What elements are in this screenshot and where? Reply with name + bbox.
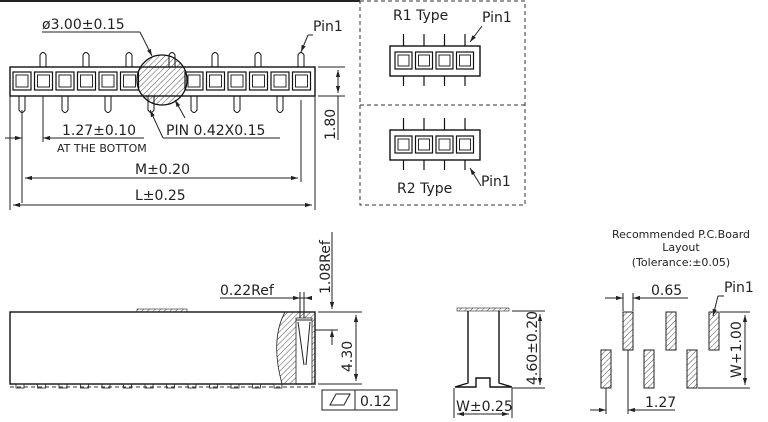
flatness-value: 0.12 [360, 394, 391, 410]
lead [230, 383, 240, 389]
lead [15, 383, 25, 389]
side-view [9, 308, 316, 389]
pickup-cap-circle [136, 54, 188, 106]
pin [125, 52, 133, 67]
r2-connector [389, 118, 481, 170]
lead [252, 383, 261, 389]
l-dimension-label: L±0.25 [135, 188, 186, 204]
side-height-label: 4.30 [340, 341, 356, 372]
pin [233, 96, 241, 113]
end-view [454, 307, 513, 388]
contact-square [455, 135, 475, 154]
ref-height-label: 1.08Ref [318, 239, 334, 294]
pin [211, 52, 219, 67]
end-width-label: W±0.25 [456, 399, 513, 415]
pitch-note: AT THE BOTTOM [57, 142, 147, 155]
contact-square [394, 51, 413, 70]
pin [82, 52, 90, 67]
lead [166, 383, 175, 389]
pad-width-label: 0.65 [651, 283, 682, 299]
lead [101, 383, 111, 389]
pin [276, 96, 284, 113]
flatness-callout: 0.12 [321, 389, 398, 411]
contact-square [33, 71, 54, 91]
pin [104, 96, 112, 113]
pin-size-label: PIN 0.42X0.15 [166, 123, 265, 139]
contact-square [435, 135, 454, 154]
pin [61, 96, 69, 113]
lead [144, 383, 154, 389]
r2-type-label: R2 Type [397, 181, 452, 197]
r1-connector [389, 34, 481, 86]
r1-type-label: R1 Type [393, 8, 448, 24]
pcb-title-line2: Layout [662, 241, 700, 254]
pcb-title-line1: Recommended P.C.Board [612, 228, 750, 241]
contact-square [248, 71, 269, 91]
height-label-1-80: 1.80 [323, 109, 339, 140]
contact-square [55, 71, 75, 91]
lead [209, 383, 218, 389]
lead [37, 383, 46, 389]
pin [168, 52, 176, 67]
contact-square [270, 71, 290, 91]
contact-square [435, 51, 454, 70]
pcb-pin1-label: Pin1 [724, 280, 754, 296]
ref-width-label: 0.22Ref [220, 283, 275, 299]
contact-square [227, 71, 247, 91]
pin1-label: Pin1 [313, 19, 343, 35]
contact-square [455, 51, 475, 70]
contact-square [12, 71, 32, 91]
flatness-icon [329, 393, 351, 406]
contact-square [291, 71, 312, 91]
lead [58, 383, 68, 389]
pin [190, 96, 198, 113]
m-dimension-label: M±0.20 [135, 162, 190, 178]
r2-pin1-label: Pin1 [481, 174, 511, 190]
end-height-label: 4.60±0.20 [525, 311, 541, 385]
pcb-pitch-label: 1.27 [645, 395, 676, 411]
contact-square [98, 71, 118, 91]
pitch-label: 1.27±0.10 [62, 123, 136, 139]
pcb-pads [600, 311, 720, 389]
lead [80, 383, 89, 389]
contact-square [205, 71, 226, 91]
lead [123, 383, 132, 389]
contact-square [414, 135, 434, 154]
pin [39, 52, 47, 67]
lead [187, 383, 197, 389]
diameter-label: ø3.00±0.15 [42, 17, 125, 33]
contact-square [394, 135, 413, 154]
pin [254, 52, 262, 67]
lead [273, 383, 283, 389]
pin [297, 52, 305, 67]
contact-square [414, 51, 434, 70]
pcb-span-label: W+1.00 [729, 321, 745, 378]
types-frame [359, 0, 526, 206]
r1-pin1-label: Pin1 [482, 10, 512, 26]
contact-square [76, 71, 97, 91]
pcb-title-line3: (Tolerance:±0.05) [632, 256, 730, 269]
